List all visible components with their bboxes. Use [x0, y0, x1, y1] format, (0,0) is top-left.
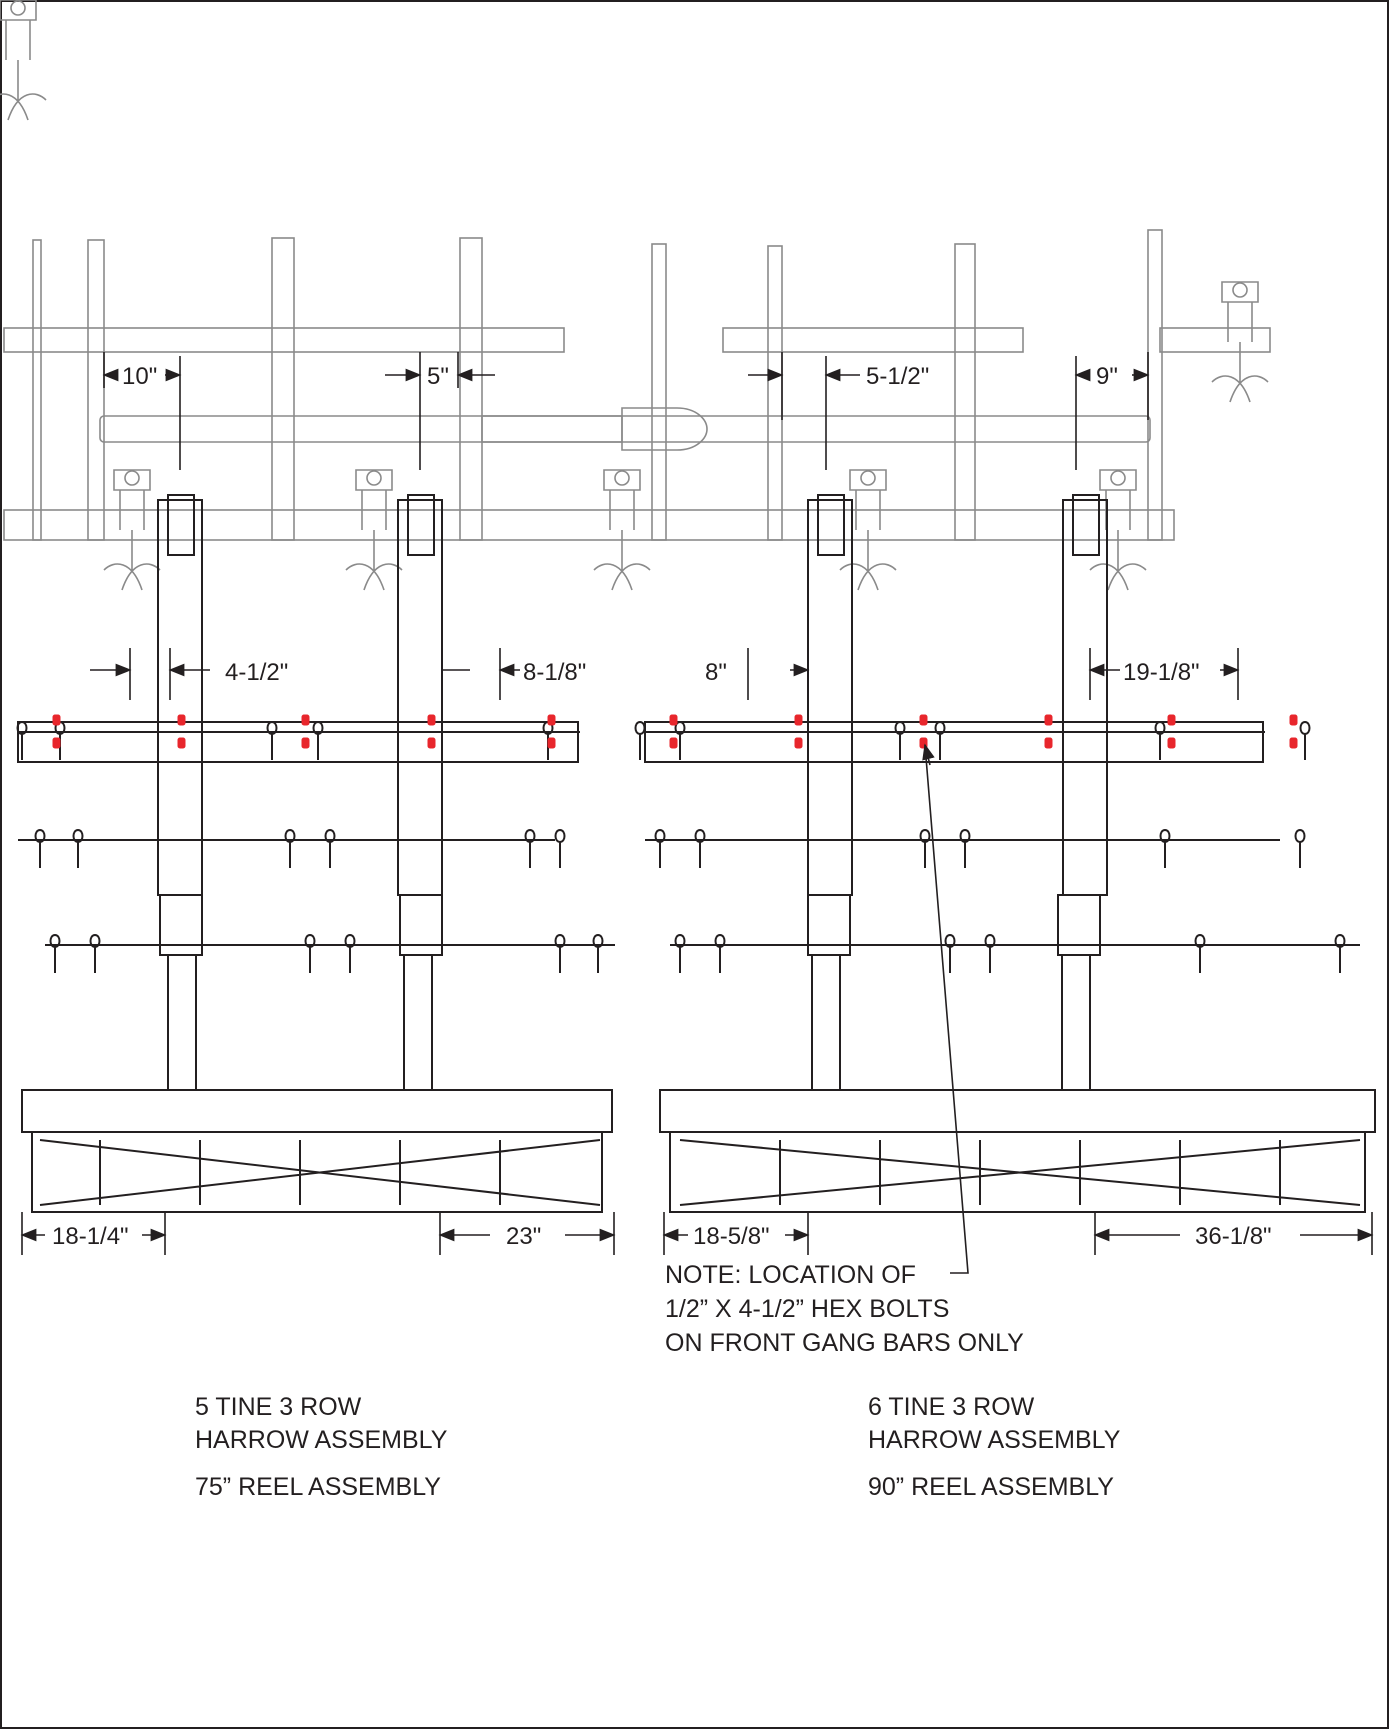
right-caption-reel: 90” REEL ASSEMBLY: [868, 1473, 1114, 1501]
dim-right-mid-1: 8": [705, 659, 727, 686]
dim-left-mid-1: 4-1/2": [225, 659, 288, 686]
dim-right-top-2: 9": [1096, 363, 1118, 390]
dim-left-top-1: 10": [122, 363, 157, 390]
dim-left-bot-2: 23": [506, 1223, 541, 1250]
harrow-left: [16, 494, 615, 1213]
left-caption-reel: 75” REEL ASSEMBLY: [195, 1473, 441, 1501]
note-line-1: NOTE: LOCATION OF: [665, 1261, 916, 1289]
harrow-right: [634, 494, 1376, 1213]
toolbar-frame: [0, 0, 1271, 591]
dimension-labels: 10" 5" 5-1/2" 9" 4-1/2" 8-1/8" 8" 19-1/8…: [52, 363, 1272, 1250]
dim-right-bot-1: 18-5/8": [693, 1223, 770, 1250]
dim-right-top-1: 5-1/2": [866, 363, 929, 390]
right-caption-title-1: 6 TINE 3 ROW: [868, 1393, 1035, 1421]
hex-bolt-note: NOTE: LOCATION OF 1/2” X 4-1/2” HEX BOLT…: [665, 1258, 1085, 1360]
note-line-3: ON FRONT GANG BARS ONLY: [665, 1329, 1024, 1357]
highlighted-bolts: [52, 714, 1298, 749]
left-caption-title-1: 5 TINE 3 ROW: [195, 1393, 362, 1421]
dimension-lines: [20, 352, 1374, 1274]
note-line-2: 1/2” X 4-1/2” HEX BOLTS: [665, 1295, 950, 1323]
dim-left-mid-2: 8-1/8": [523, 659, 586, 686]
right-caption-title-2: HARROW ASSEMBLY: [868, 1426, 1121, 1454]
dim-right-mid-2: 19-1/8": [1123, 659, 1200, 686]
left-caption-title-2: HARROW ASSEMBLY: [195, 1426, 448, 1454]
dim-right-bot-2: 36-1/8": [1195, 1223, 1272, 1250]
dim-left-bot-1: 18-1/4": [52, 1223, 129, 1250]
dim-left-top-2: 5": [427, 363, 449, 390]
